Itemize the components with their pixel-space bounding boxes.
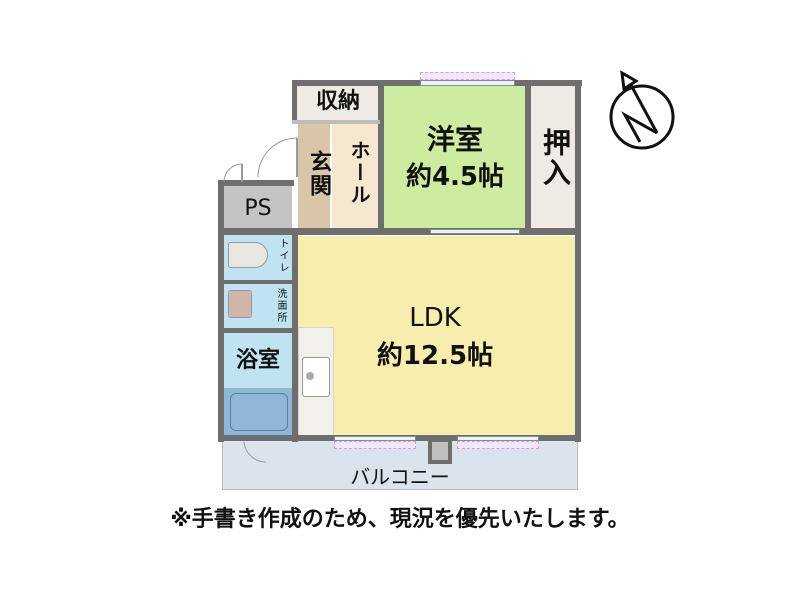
ldk-size: 約12.5帖 xyxy=(376,341,494,371)
kitchen-sink-icon xyxy=(302,357,330,397)
ps-label: PS xyxy=(244,196,272,221)
entrance-room xyxy=(298,123,330,230)
ldk-room xyxy=(298,236,575,436)
north-compass-icon xyxy=(609,70,675,150)
toilet-label: トイレ xyxy=(277,238,288,274)
wall xyxy=(218,180,224,442)
wash-basin-icon xyxy=(228,290,252,318)
wall xyxy=(292,80,297,124)
storage-room xyxy=(296,85,380,121)
window-top xyxy=(420,72,515,80)
closet-label: 押入 xyxy=(539,128,572,188)
western-room-size: 約4.5帖 xyxy=(405,162,505,192)
bathroom-label: 浴室 xyxy=(235,348,280,373)
faucet-icon xyxy=(306,372,314,380)
wall xyxy=(218,180,294,186)
window-bottom-left xyxy=(334,441,416,449)
wall xyxy=(378,80,384,230)
wall xyxy=(218,228,581,235)
toilet-fixture-icon xyxy=(228,242,268,268)
bathtub-inner-icon xyxy=(230,393,288,431)
storage-label: 収納 xyxy=(315,89,360,114)
wall xyxy=(525,80,531,230)
ldk-label: LDK xyxy=(409,303,461,333)
hall-label: ホール xyxy=(347,140,371,206)
closet-room xyxy=(531,85,575,228)
window-between-ldk-western xyxy=(430,229,520,234)
ps-room xyxy=(224,186,292,230)
western-room xyxy=(384,85,526,228)
ps-door-icon xyxy=(223,163,243,183)
wall xyxy=(292,230,298,442)
bathroom-door-icon xyxy=(243,441,267,463)
balcony-label: バルコニー xyxy=(350,465,450,489)
entrance-label: 玄関 xyxy=(306,150,331,198)
wall xyxy=(575,80,581,442)
window-bottom-right xyxy=(457,441,539,449)
hall-room xyxy=(332,123,379,230)
column xyxy=(428,438,452,464)
disclaimer-note: ※手書き作成のため、現況を優先いたします。 xyxy=(170,507,630,532)
wall xyxy=(292,120,380,124)
window-top xyxy=(420,80,515,86)
entrance-door-icon xyxy=(257,137,298,178)
window-bottom-right xyxy=(457,436,539,441)
washroom-label: 洗面所 xyxy=(275,288,286,324)
window-bottom-left xyxy=(334,436,416,441)
wall xyxy=(218,280,296,284)
western-room-label: 洋室 xyxy=(426,123,483,156)
wall xyxy=(218,328,296,333)
